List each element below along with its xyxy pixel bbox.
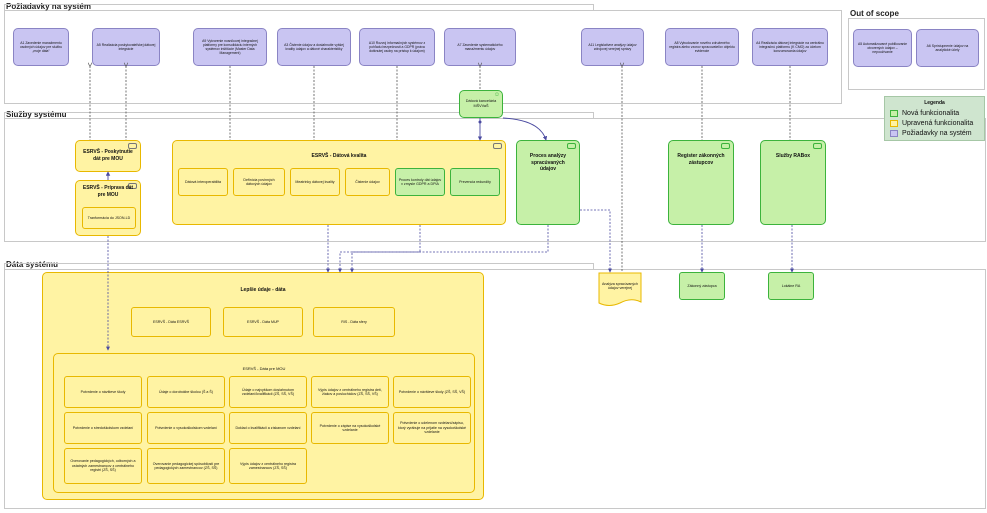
service-kvalita-title: ESRVŠ - Dátová kvalita (311, 153, 367, 159)
lane-out-of-scope (848, 18, 985, 90)
legend-label-modified: Upravená funkcionalita (902, 119, 974, 127)
mou-item-2[interactable]: Údaje o dorobokbe školou (Š a Š) (147, 376, 225, 408)
mou-item-1[interactable]: Potvrdenie o návšteve školy (64, 376, 142, 408)
service-transform[interactable]: Tranformácia do JSON-LD (82, 207, 136, 229)
requirement-a5[interactable]: A5 Realizácia poskytovateľskej dátovej i… (92, 28, 160, 66)
service-proces-analyzy[interactable]: Proces analýzy spracúvaných údajov (516, 140, 580, 225)
actor-icon: ☺ (493, 92, 500, 98)
lane-data-title: Dáta systému (6, 260, 59, 269)
mou-item-4[interactable]: Výpis údajov z centrálneho registra detí… (311, 376, 389, 408)
mou-item-11[interactable]: Overovanie pedagogických, odborných a os… (64, 448, 142, 484)
lane-requirements (4, 10, 842, 104)
data-leplie[interactable]: Lepšie údaje - dáta ESRVŠ - Dáta ESRVŠ E… (42, 272, 484, 500)
service-poskytnutie[interactable]: ESRVŠ - Poskytnutie dát pre MOU (75, 140, 141, 172)
requirement-a4[interactable]: A4 Realizácia dátovej integrácie na cent… (752, 28, 828, 66)
service-priprava-title: ESRVŠ - Príprava dát pre MOU (82, 185, 134, 198)
kvalita-item-cleaning[interactable]: Čistenie údajov (345, 168, 390, 196)
requirement-a7[interactable]: A7 Zavedenie systematického manažmentu ú… (444, 28, 516, 66)
data-item-esrvs[interactable]: ESRVŠ - Dáta ESRVŠ (131, 307, 211, 337)
legend-label-requirement: Požiadavky na systém (902, 129, 972, 137)
requirement-a8[interactable]: A8 Vybudovanie nového združeného registr… (665, 28, 739, 66)
lane-requirements-tab (4, 4, 594, 11)
component-icon (813, 143, 822, 149)
legend-title: Legenda (924, 100, 945, 106)
component-icon (493, 143, 502, 149)
kvalita-item-definition[interactable]: Definícia povinných dátových údajov (233, 168, 285, 196)
mou-item-3[interactable]: Údaje o najvyššom dosiahnutom vzdelaní/k… (229, 376, 307, 408)
service-poskytnutie-title: ESRVŠ - Poskytnutie dát pre MOU (83, 149, 133, 162)
component-icon (128, 143, 137, 149)
lane-services-title: Služby systému (6, 110, 67, 119)
mou-item-12[interactable]: Overovanie pedagogickej spôsobilosti pre… (147, 448, 225, 484)
data-lokalne-ra[interactable]: Lokálne RA (768, 272, 814, 300)
kvalita-item-redundancy[interactable]: Prevencia redundity (450, 168, 500, 196)
requirement-a3[interactable]: A3 Čistenie údajov a dosiahnutie vyššej … (277, 28, 351, 66)
requirement-a1[interactable]: A1 Zavedenie manažmentu osobných údajov … (13, 28, 69, 66)
kvalita-item-interoperability[interactable]: Dátová interoperabilita (178, 168, 228, 196)
mou-item-10[interactable]: Potvrdenie o udelenom vzdelaní/zápisu, k… (393, 412, 471, 444)
data-item-ris[interactable]: RIS - Dáta sfery (313, 307, 395, 337)
kvalita-item-metrics[interactable]: Meatrinky dátovej kvality (290, 168, 340, 196)
requirement-a9[interactable]: A9 Vytvorenie nosníkovej integračnej pla… (193, 28, 267, 66)
data-zakonny-zastupca[interactable]: Zákonný zástupca (679, 272, 725, 300)
legend-item-new: Nová funkcionalita (890, 108, 979, 118)
service-priprava[interactable]: ESRVŠ - Príprava dát pre MOU Tranformáci… (75, 180, 141, 236)
service-proces-title: Proces analýzy spracúvaných údajov (529, 153, 567, 172)
service-kvalita[interactable]: ESRVŠ - Dátová kvalita Dátová interopera… (172, 140, 506, 225)
mou-item-7[interactable]: Potvrdenie o vysokoškolskom vzdelaní (147, 412, 225, 444)
component-icon (721, 143, 730, 149)
service-register-title: Register zákonných zástupcov (677, 153, 725, 166)
data-mou[interactable]: ESRVŠ - Dáta pre MOU Potvrdenie o návšte… (53, 353, 475, 493)
legend-swatch-modified (890, 119, 898, 127)
lane-data-tab (4, 263, 594, 270)
legend: Legenda Nová funkcionalita Upravená funk… (884, 96, 985, 141)
analyza-document-label: Analýza spracúvaných údajov verejnej (602, 282, 638, 291)
out-of-scope-a6[interactable]: A6 Sprístupnenie údajov na analytické úč… (916, 29, 979, 67)
service-rabox[interactable]: Služby RABox (760, 140, 826, 225)
service-register[interactable]: Register zákonných zástupcov (668, 140, 734, 225)
mou-item-8[interactable]: Doklad o kvalifikácii a získanom vzdelan… (229, 412, 307, 444)
kvalita-item-gdpr[interactable]: Proces kontroly dát údajov v zmysle GDPR… (395, 168, 445, 196)
legend-swatch-new (890, 109, 898, 117)
component-icon (128, 183, 137, 189)
data-mou-title: ESRVŠ - Dáta pre MOU (242, 366, 286, 371)
mou-item-9[interactable]: Potvrdenie o zápise na vysokoškolské vzd… (311, 412, 389, 444)
analyza-document[interactable] (598, 272, 642, 308)
mou-item-5[interactable]: Potvrdenie o návšteve školy (ZŠ, SŠ, VŠ) (393, 376, 471, 408)
service-rabox-title: Služby RABox (775, 153, 811, 159)
actor-label: Dátová kancelária MŠVVaŠ (465, 99, 497, 108)
mou-item-6[interactable]: Potvrdenie o stredoškolskom vzdelaní (64, 412, 142, 444)
legend-label-new: Nová funkcionalita (902, 109, 960, 117)
actor-data-office[interactable]: ☺ Dátová kancelária MŠVVaŠ (459, 90, 503, 118)
lane-services-tab (4, 112, 594, 119)
data-leplie-title: Lepšie údaje - dáta (240, 287, 286, 293)
data-item-mup[interactable]: ESRVŠ - Dáta MUP (223, 307, 303, 337)
legend-swatch-requirement (890, 129, 898, 137)
lane-requirements-title: Požiadavky na systém (6, 2, 91, 11)
component-icon (567, 143, 576, 149)
requirement-a11[interactable]: A11 Legislatívne analýzy údajov zdrojove… (581, 28, 644, 66)
requirement-a10[interactable]: A10 Rozvoj informačných systémov z pohľa… (359, 28, 435, 66)
mou-item-13[interactable]: Výpis údajov z centrálneho registra zame… (229, 448, 307, 484)
lane-out-of-scope-title: Out of scope (850, 9, 899, 18)
legend-item-modified: Upravená funkcionalita (890, 118, 979, 128)
out-of-scope-a5[interactable]: A5 Automatizované publikovanie otvorenýc… (853, 29, 912, 67)
legend-item-requirement: Požiadavky na systém (890, 128, 979, 138)
